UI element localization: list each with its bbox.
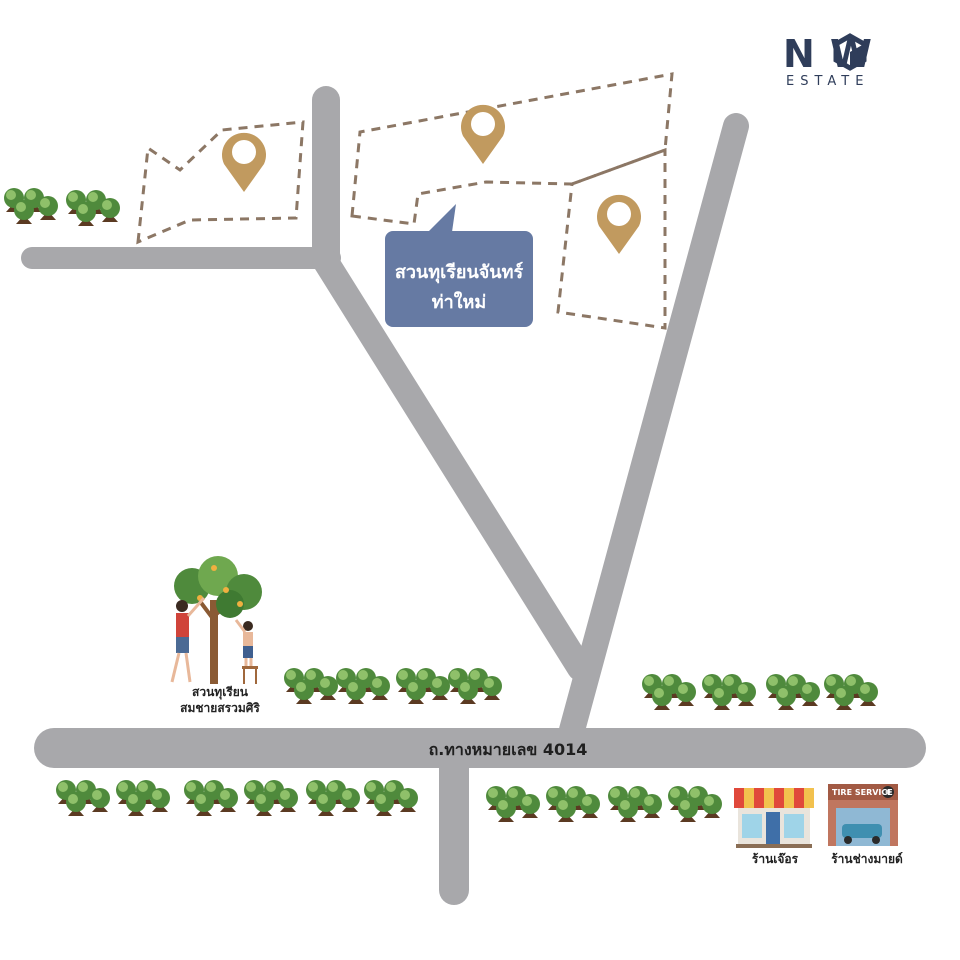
tree-cluster-icon [66, 190, 120, 226]
tree-cluster-icon [4, 188, 58, 224]
shop-icon[interactable] [734, 788, 814, 848]
tree-cluster-icon [642, 674, 696, 710]
location-pin-icon[interactable] [222, 132, 266, 192]
location-pin-icon[interactable] [597, 194, 641, 254]
tree-cluster-icon [364, 780, 418, 816]
callout-line-2: ท่าใหม่ [431, 292, 487, 313]
callout-label: สวนทุเรียนจันทร์ ท่าใหม่ [386, 258, 532, 318]
tree-cluster-icon [702, 674, 756, 710]
road-diagonal-right [559, 113, 749, 743]
tree-cluster-icon [448, 668, 502, 704]
tree-cluster-icon [766, 674, 820, 710]
plot-east [556, 147, 667, 330]
garden-label-line-1: สวนทุเรียน [192, 685, 248, 699]
tire-shop-icon[interactable] [828, 784, 898, 846]
tree-cluster-icon [668, 786, 722, 822]
tree-cluster-icon [116, 780, 170, 816]
location-pins [222, 104, 641, 254]
logo-subtitle: ESTATE [786, 74, 870, 89]
callout-bubble [385, 204, 533, 327]
tree-cluster-icon [56, 780, 110, 816]
tree-cluster-icon [244, 780, 298, 816]
fruit-tree-icon [170, 556, 262, 684]
tree-cluster-icon [284, 668, 338, 704]
logo-wordmark: N W [783, 32, 873, 76]
tree-cluster-icon [396, 668, 450, 704]
callout-line-1: สวนทุเรียนจันทร์ [394, 262, 524, 283]
tree-cluster-icon [486, 786, 540, 822]
shop-label: ร้านเจ๊อร [751, 852, 799, 866]
plot-west [136, 120, 305, 245]
logo-cube-icon [833, 33, 867, 71]
tree-cluster-icon [824, 674, 878, 710]
garden-label: สวนทุเรียน สมชายสรวมศิริ [150, 684, 290, 716]
tree-cluster-icon [306, 780, 360, 816]
location-pin-icon[interactable] [461, 104, 505, 164]
tree-cluster-icon [336, 668, 390, 704]
tire-sign-text: TIRE SERVICE [832, 788, 893, 797]
tree-cluster-icon [184, 780, 238, 816]
shop-label: ร้านช่างมายด์ [831, 852, 903, 866]
tree-cluster-icon [608, 786, 662, 822]
garden-label-line-2: สมชายสรวมศิริ [180, 701, 260, 715]
land-plots [136, 72, 674, 330]
roads [21, 86, 926, 905]
road-name-label: ถ.ทางหมายเลข 4014 [428, 740, 588, 759]
tree-cluster-icon [546, 786, 600, 822]
road-diagonal-left [313, 249, 593, 681]
